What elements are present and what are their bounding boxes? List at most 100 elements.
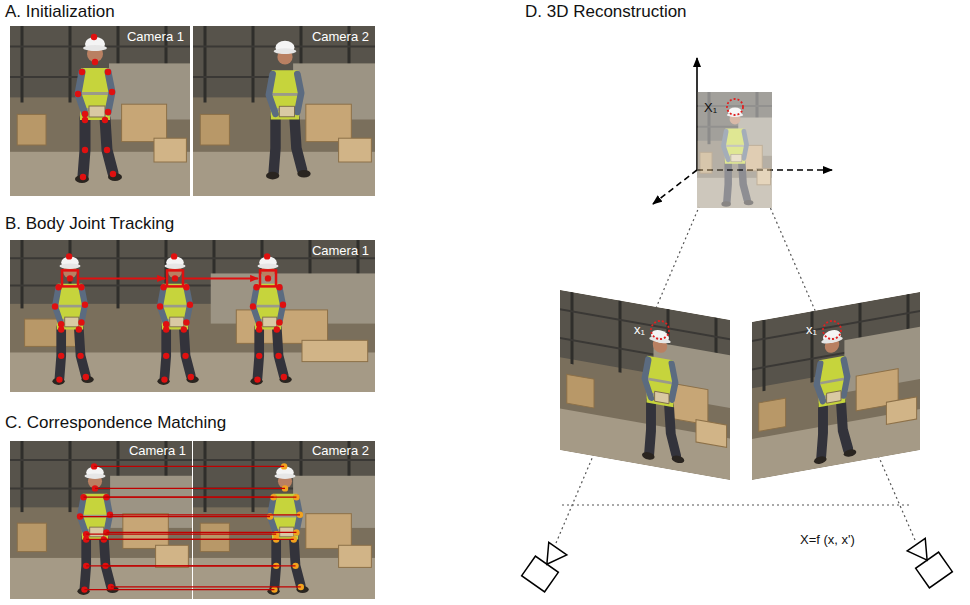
- panel-heading: D. 3D Reconstruction: [525, 2, 687, 22]
- cardboard-box: [339, 138, 372, 162]
- hard-hat-brim: [83, 45, 107, 51]
- cardboard-box: [759, 398, 786, 431]
- worker-boot: [672, 455, 685, 464]
- photo-frame: [697, 92, 772, 208]
- worker-figure: [250, 253, 292, 385]
- worker-arm: [723, 131, 728, 160]
- cardboard-box: [200, 114, 229, 145]
- correspondence-line: [104, 539, 294, 540]
- correspondence-line: [111, 586, 301, 587]
- scaffold-post: [204, 26, 207, 103]
- scaffold-post: [708, 92, 711, 144]
- worker-leg: [294, 538, 301, 586]
- annotation-marks: [62, 99, 841, 590]
- joint-dot: [80, 174, 86, 180]
- worker-leg: [669, 405, 676, 456]
- cardboard-box: [886, 397, 916, 425]
- joint-dot: [183, 319, 189, 325]
- correspondence-line: [106, 497, 296, 498]
- photo-frame: [10, 26, 190, 196]
- joint-dot: [163, 353, 169, 359]
- clipboard: [655, 391, 669, 403]
- joint-dot: [188, 374, 194, 380]
- correspondence-line: [80, 516, 270, 517]
- photo-frame: [752, 292, 920, 480]
- joint-dot: [281, 374, 287, 380]
- cardboard-box: [17, 114, 46, 145]
- photo-panel: Camera 1: [10, 441, 192, 599]
- joint-dot: [163, 326, 169, 332]
- photo-panel: Camera 2: [193, 26, 375, 196]
- axis-line: [653, 170, 697, 204]
- vest-stripe: [255, 305, 281, 308]
- joint-dot: [76, 326, 82, 332]
- joint-dot: [82, 111, 88, 117]
- hard-hat-brim: [649, 335, 671, 344]
- hard-hat-brim: [59, 263, 80, 268]
- joint-dot: [264, 253, 270, 259]
- joint-marker: [823, 321, 841, 339]
- scaffold-post: [117, 240, 120, 308]
- photo-frame: [10, 240, 375, 392]
- joint-dot: [67, 275, 73, 281]
- joint-dot: [256, 353, 262, 359]
- worker-leg: [105, 118, 113, 173]
- hard-hat-brim: [257, 263, 278, 268]
- worker-arm: [672, 364, 676, 401]
- worker-boot: [266, 172, 279, 180]
- joint-marker: [651, 321, 669, 339]
- joint-dot: [79, 69, 85, 75]
- scaffold-post: [252, 26, 255, 103]
- worker-figure: [75, 34, 122, 183]
- joint-dot: [78, 319, 84, 325]
- photo-panel: Camera 1: [10, 240, 375, 392]
- camera-lens: [907, 538, 936, 566]
- worker-boot: [744, 200, 754, 205]
- scaffold-beam: [193, 459, 375, 461]
- correspondence-line: [95, 488, 285, 489]
- cardboard-box: [200, 523, 229, 551]
- worker-figure: [642, 327, 684, 466]
- joint-dot: [105, 109, 111, 115]
- worker-arm: [817, 363, 823, 402]
- tracking-arrow: [79, 277, 165, 279]
- joint-dot: [56, 376, 62, 382]
- joint-dot: [256, 326, 262, 332]
- worker-leg: [184, 328, 191, 376]
- worker-leg: [742, 162, 747, 199]
- scaffold-post: [69, 26, 72, 103]
- joint-dot: [172, 275, 178, 281]
- tracking-box: [167, 270, 183, 286]
- cardboard-box: [123, 514, 169, 549]
- worker-arm: [269, 74, 276, 114]
- joint-dot: [52, 303, 58, 309]
- joint-dot: [82, 117, 88, 123]
- cardboard-box: [757, 169, 771, 185]
- point-label: x₁: [634, 322, 645, 338]
- joint-dot: [250, 303, 256, 309]
- cardboard-box: [302, 340, 368, 361]
- worker-leg: [649, 401, 651, 454]
- cardboard-box: [696, 420, 727, 448]
- joint-dot: [254, 376, 260, 382]
- photo-ground: [752, 292, 920, 480]
- photo-panel: x₁: [560, 290, 730, 480]
- cardboard-box: [700, 152, 712, 173]
- photo-panel: Camera 2: [193, 441, 375, 599]
- joint-dot: [75, 91, 81, 97]
- joint-dot: [102, 117, 108, 123]
- photo-frame: [560, 290, 730, 480]
- correspondence-line: [106, 565, 296, 566]
- cardboard-box: [567, 374, 594, 408]
- tracking-box: [62, 270, 78, 286]
- joint-dot: [280, 302, 286, 308]
- clipboard: [89, 106, 105, 117]
- vest-stripe: [271, 93, 300, 96]
- camera-label: Camera 1: [129, 443, 186, 459]
- hard-hat-brim: [274, 473, 295, 478]
- photo-frame: [193, 441, 375, 599]
- worker-boot: [297, 170, 310, 178]
- camera-label: Camera 2: [312, 29, 369, 45]
